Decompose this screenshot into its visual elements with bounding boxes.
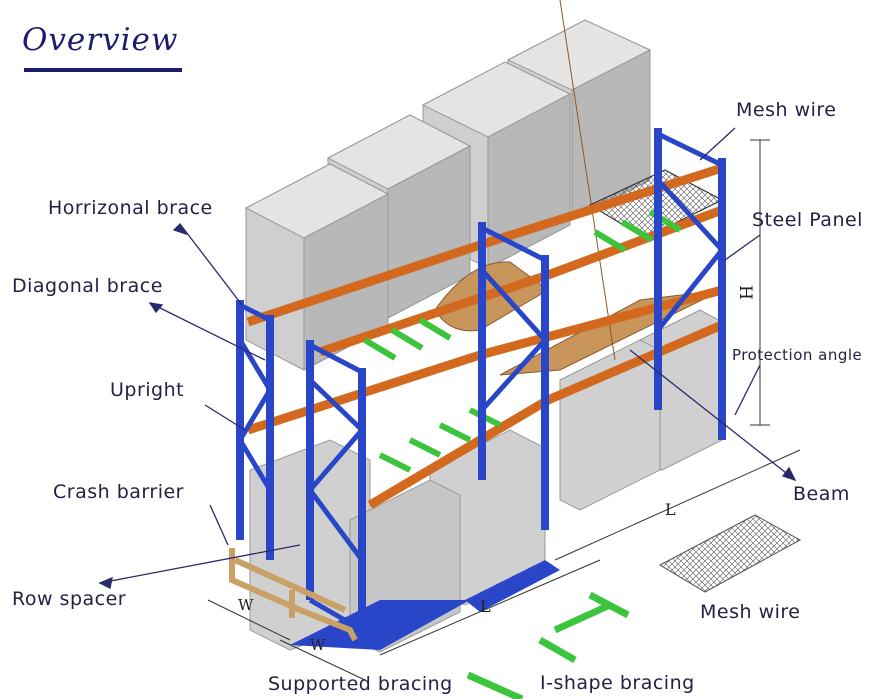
crash-barrier: [229, 548, 358, 642]
label-horizontal-brace: Horrizonal brace: [48, 197, 213, 219]
label-i-shape-bracing: I-shape bracing: [540, 672, 695, 694]
pallet-boxes-upper: [244, 19, 652, 371]
label-beam: Beam: [793, 483, 850, 505]
diagram-title: Overview: [22, 22, 179, 58]
label-mesh-wire-top: Mesh wire: [736, 99, 837, 121]
uprights: [236, 128, 726, 640]
pallet-bases: [290, 560, 560, 650]
support-bars: [363, 209, 682, 473]
mesh-wire-sample: [658, 514, 802, 593]
dim-length-2: L: [480, 597, 491, 616]
leader-lines: [98, 127, 797, 589]
i-shape-bracing-sample: [466, 591, 630, 699]
label-row-spacer: Row spacer: [12, 588, 127, 610]
diagonal-braces: [237, 178, 724, 562]
horizontal-braces: [238, 131, 724, 633]
label-protection-angle: Protection angle: [732, 346, 863, 364]
dim-length-1: L: [665, 500, 676, 519]
label-crash-barrier: Crash barrier: [53, 481, 184, 503]
dimension-lines: [207, 139, 801, 681]
label-mesh-wire-bottom: Mesh wire: [700, 601, 801, 623]
label-supported-bracing: Supported bracing: [268, 673, 453, 695]
label-diagonal-brace: Diagonal brace: [12, 275, 163, 297]
dim-height: H: [735, 285, 755, 300]
label-upright: Upright: [110, 379, 185, 401]
dim-width-2: W: [310, 636, 326, 654]
label-steel-panel: Steel Panel: [752, 209, 863, 231]
dim-width-1: W: [238, 596, 254, 614]
title-underline: [24, 68, 182, 72]
